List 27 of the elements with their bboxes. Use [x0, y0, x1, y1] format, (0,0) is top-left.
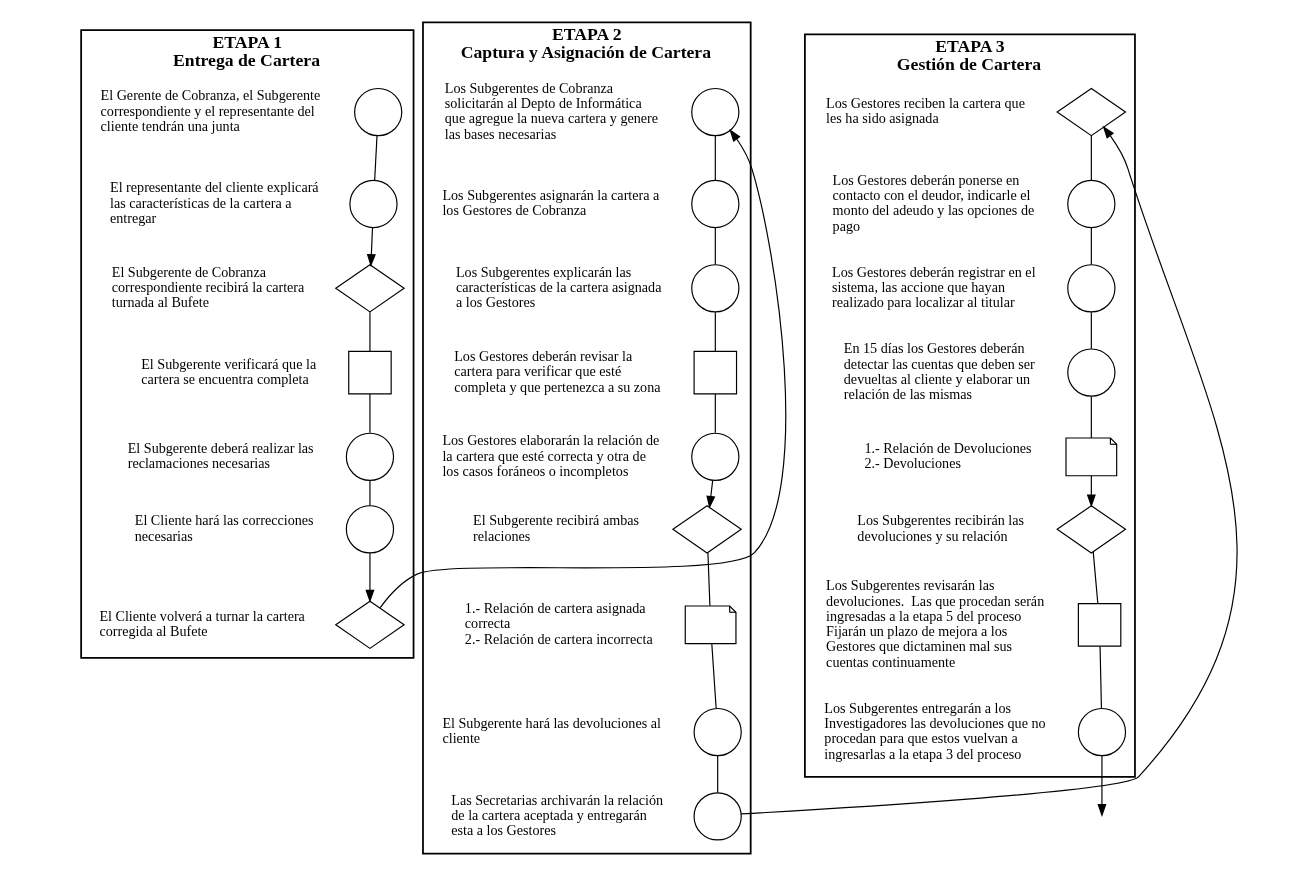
node-label: Las Secretarias archivarán la relación de la cartera aceptada y entregarán esta a los Gestores — [451, 791, 664, 839]
node-label: El Gerente de Cobranza, el Subgerente correspondiente y el representante del cliente tendrán una junta — [100, 87, 321, 135]
node-label: Los Gestores elaborarán la relación de la cartera que esté correcta y otra de los casos foráneos o incompletos — [442, 432, 660, 479]
node-label: Los Subgerentes recibirán las devoluciones y su relación — [857, 512, 1025, 544]
node-label: Los Subgerentes de Cobranza solicitarán al Depto de Informática que agregue la nueva cartera y genere las bases necesarias — [444, 79, 659, 142]
node-label: El representante del cliente explicará las características de la cartera a entregar — [110, 179, 319, 226]
node-label: Los Gestores deberán revisar la cartera para verificar que esté completa y que pertenezca a su zona — [454, 347, 661, 395]
node-label: El Cliente hará las correcciones necesarias — [134, 512, 314, 544]
node-label: El Subgerente verificará que la cartera se encuentra completa — [141, 355, 317, 387]
node-label: Los Subgerentes entregarán a los Investigadores las devoluciones que no procedan para que estos vuelvan a ingresarlas a la etapa 3 del proceso — [824, 699, 1046, 762]
node-label: En 15 días los Gestores deberán detectar las cuentas que deben ser devueltas al cliente y elaborar un relación de las mismas — [843, 340, 1035, 403]
node-label: Los Subgerentes explicarán las características de la cartera asignada a los Gestores — [455, 263, 662, 311]
node-label: El Subgerente deberá realizar las reclamaciones necesarias — [127, 439, 314, 472]
node-label: 1.- Relación de cartera asignada correcta — [464, 600, 646, 632]
node-label: El Subgerente recibirá ambas relaciones — [473, 512, 639, 544]
node-label: Los Gestores deberán ponerse en contacto con el deudor, indicarle el monto del adeudo y las opciones de pago — [832, 171, 1035, 234]
node-label: 1.- Relación de Devoluciones — [864, 439, 1032, 456]
node-label: El Subgerente hará las devoluciones al cliente — [442, 715, 661, 747]
node-label: Los Subgerentes revisarán las devoluciones. Las que procedan serán ingresadas a la etapa 5 del proceso — [826, 577, 1045, 624]
node-label: El Cliente volverá a turnar la cartera corregida al Bufete — [99, 607, 305, 640]
node-label: Los Gestores deberán registrar en el sistema, las accione que hayan realizado para localizar al titular — [832, 263, 1036, 311]
node-label: Fijarán un plazo de mejora a los Gestores que dictaminen mal sus cuentas continuamente — [826, 623, 1013, 670]
node-label: El Subgerente de Cobranza correspondiente recibirá la cartera turnada al Bufete — [111, 263, 305, 311]
node-label: Los Subgerentes asignarán la cartera a los Gestores de Cobranza — [442, 187, 660, 219]
node-label: 2.- Relación de cartera incorrecta — [464, 630, 653, 647]
node-label: Los Gestores reciben la cartera que les ha sido asignada — [826, 95, 1025, 127]
node-label: 2.- Devoluciones — [864, 455, 961, 472]
